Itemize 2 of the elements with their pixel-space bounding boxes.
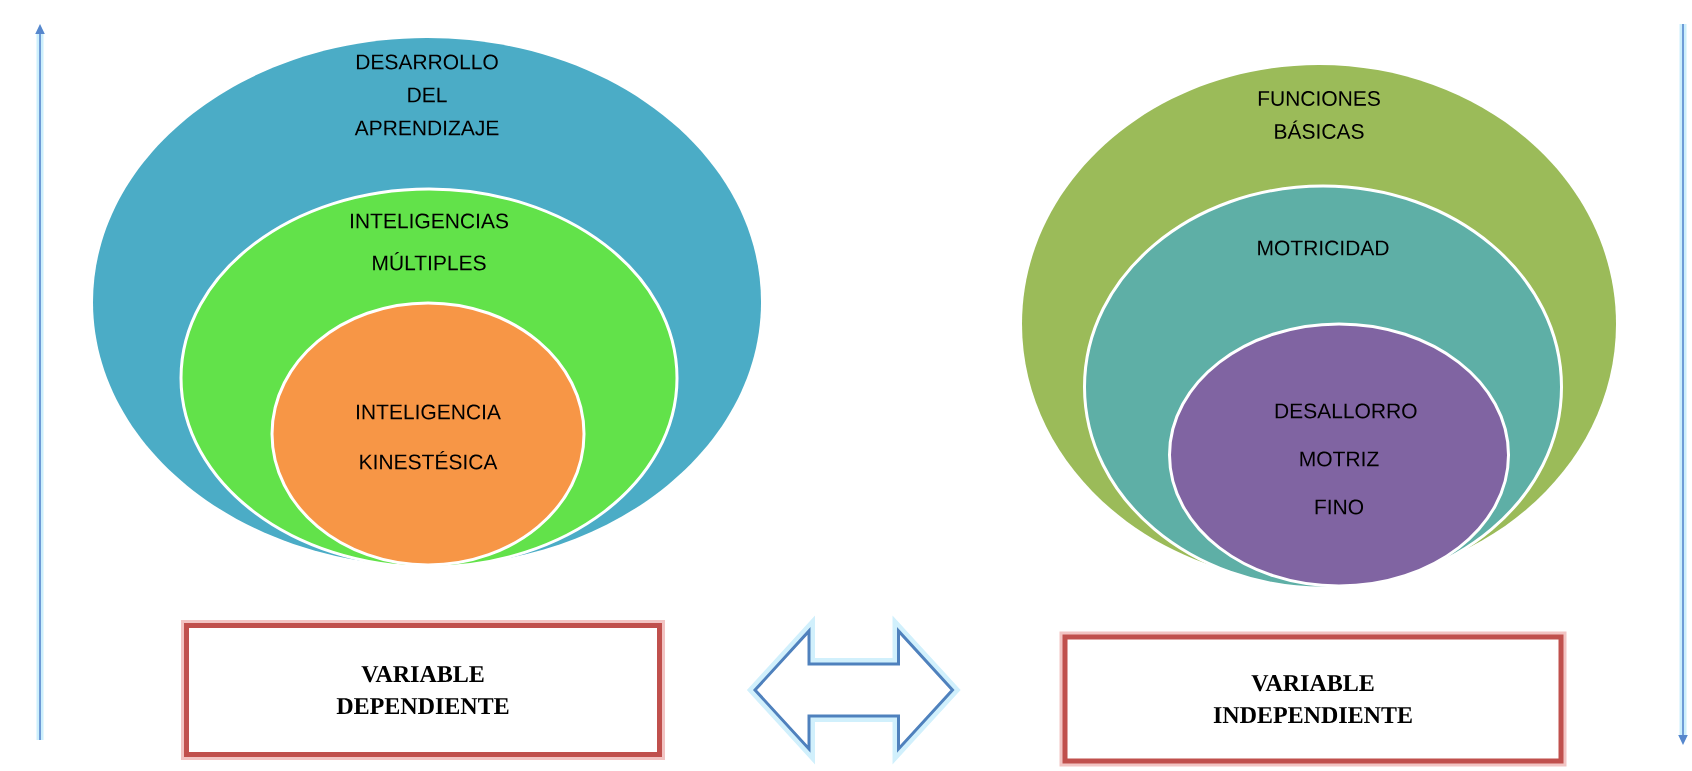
variable-box: VARIABLE INDEPENDIENTE	[1059, 631, 1567, 767]
variable-box: VARIABLE DEPENDIENTE	[181, 620, 665, 760]
